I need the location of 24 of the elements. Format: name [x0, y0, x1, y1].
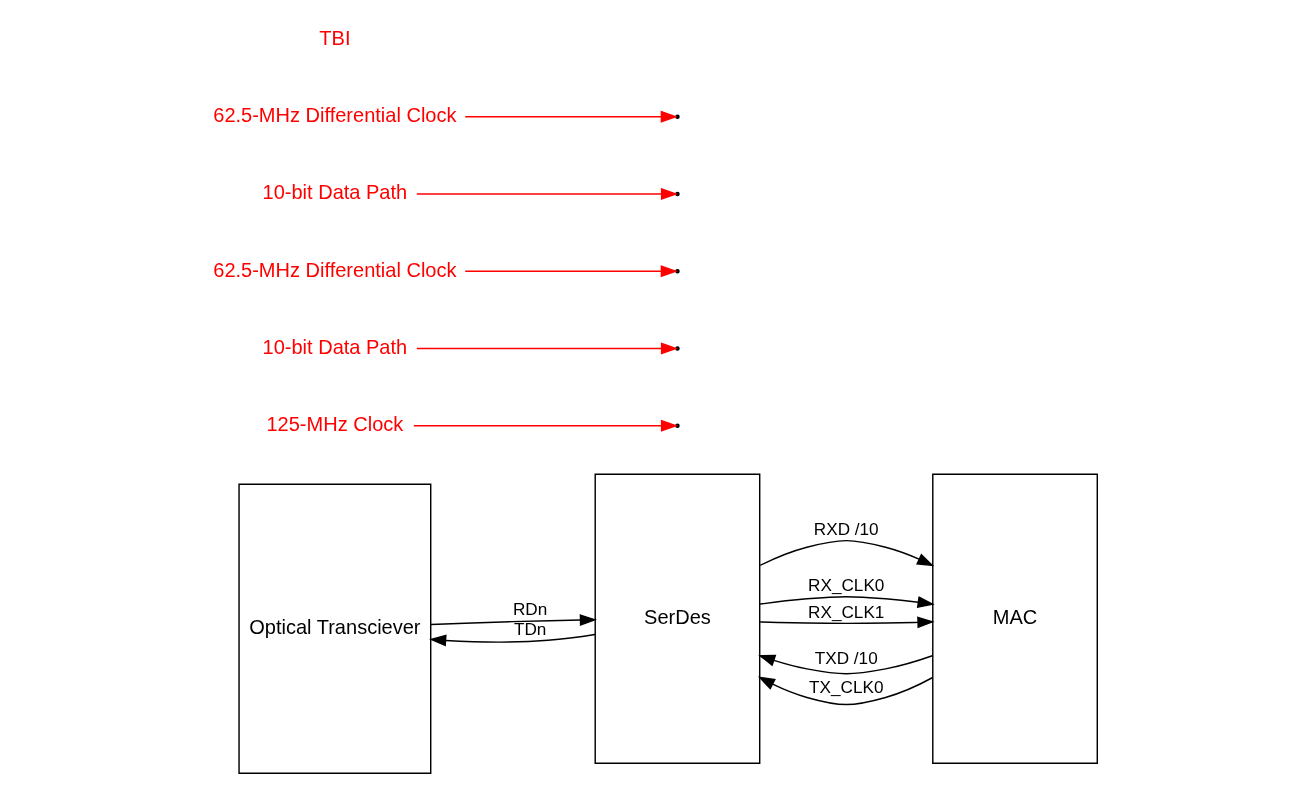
edge-label: RX_CLK0: [807, 575, 884, 596]
node-text: 125-MHz Clock: [265, 412, 403, 435]
edge-label: TX_CLK0: [808, 676, 883, 697]
edge-label: RXD /10: [813, 519, 879, 540]
edge-label: RDn: [512, 599, 547, 620]
node-text: 10-bit Data Path: [262, 181, 407, 204]
node-text: 62.5-MHz Differential Clock: [212, 258, 457, 281]
arrow: [758, 596, 935, 609]
edge-label: RX_CLK1: [807, 602, 884, 623]
edge-label: TXD /10: [814, 647, 878, 668]
node-box: Optical Transciever: [237, 483, 431, 774]
arrow: [464, 110, 678, 123]
arrow: [429, 614, 597, 627]
node-box: SerDes: [594, 473, 760, 764]
arrow: [757, 676, 933, 706]
node-text: 10-bit Data Path: [262, 335, 407, 358]
edge-label: TDn: [513, 619, 546, 640]
label: TBI: [318, 26, 350, 49]
node-text: 62.5-MHz Differential Clock: [212, 104, 457, 127]
arrow: [757, 654, 933, 675]
node-box: MAC: [931, 473, 1098, 764]
arrow: [759, 539, 934, 567]
arrow: [758, 616, 934, 629]
arrow: [428, 633, 596, 647]
